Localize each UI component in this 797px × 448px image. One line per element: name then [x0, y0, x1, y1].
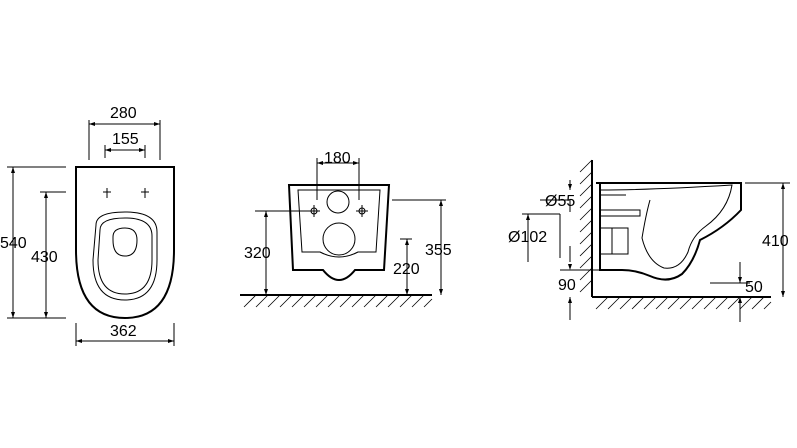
dim-floor-clearance: 50	[745, 279, 763, 296]
toilet-side-outline	[596, 182, 742, 281]
dim-inlet-diameter: Ø55	[545, 193, 575, 210]
toilet-seat-inner	[97, 217, 153, 295]
outlet-pipe	[600, 227, 629, 255]
top-view: 280 155 540 430 362	[0, 105, 175, 346]
toilet-front-outline	[287, 184, 391, 281]
toilet-seat-outer	[92, 211, 158, 301]
dim-total-height: 355	[425, 242, 452, 259]
side-view: Ø55 Ø102 90 410 50	[508, 159, 790, 322]
dim-outlet-offset: 90	[558, 277, 576, 294]
dim-fixing-height: 320	[244, 245, 271, 262]
toilet-top-outline	[75, 166, 175, 320]
dim-outlet-diameter: Ø102	[508, 229, 547, 246]
dim-fixing-distance: 430	[31, 249, 58, 266]
back-plate-outline	[297, 189, 381, 258]
dim-height: 410	[762, 233, 789, 250]
fixing-left-icon	[103, 188, 111, 198]
fixing-left-front-icon	[308, 205, 320, 217]
flush-hole	[112, 227, 138, 257]
side-floor-hatch	[595, 296, 772, 310]
dim-fixing-width: 180	[324, 150, 351, 167]
water-inlet-circle	[326, 190, 350, 214]
front-view: 180 320 220 355	[240, 150, 452, 308]
fixing-right-icon	[141, 188, 149, 198]
dim-outer-width: 280	[110, 105, 137, 122]
wall-hatch	[579, 159, 593, 293]
dim-length: 540	[0, 235, 27, 252]
dim-base-width: 362	[110, 323, 137, 340]
bowl-inner-line	[599, 184, 733, 269]
outlet-circle	[322, 222, 356, 256]
dim-outlet-height: 220	[393, 261, 420, 278]
fixing-right-front-icon	[356, 205, 368, 217]
inlet-pipe	[600, 194, 641, 217]
floor-hatch	[243, 294, 433, 308]
dim-inner-width: 155	[112, 131, 139, 148]
